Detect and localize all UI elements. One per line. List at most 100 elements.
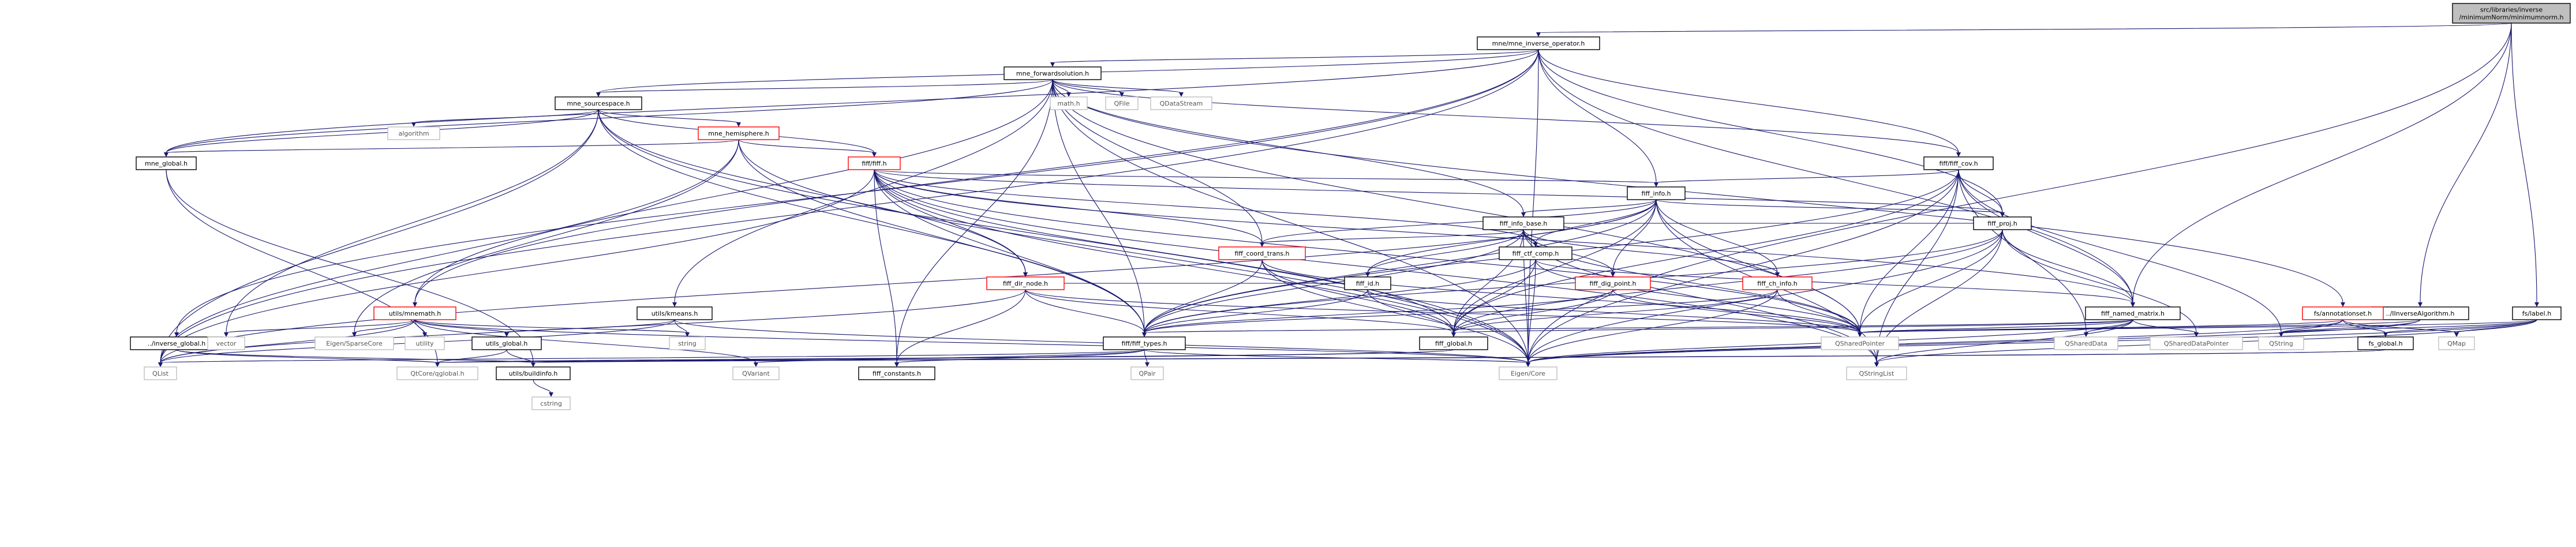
node-label: fs/annotationset.h [2314, 310, 2372, 317]
node-fs-annotationset[interactable]: fs/annotationset.h [2302, 306, 2384, 320]
node-label: algorithm [398, 130, 429, 137]
node-fiff-dig-point[interactable]: fiff_dig_point.h [1575, 276, 1651, 290]
node-fiff-ch-info[interactable]: fiff_ch_info.h [1742, 276, 1813, 290]
node-utils-buildinfo[interactable]: utils/buildinfo.h [496, 366, 571, 380]
node-label: QList [152, 370, 169, 377]
edge-fiff-to-qlist [160, 169, 875, 364]
edge-fiff_info_base-to-fiff_ch_info [1523, 229, 1778, 274]
edge-fiff-to-fiff_ctf_comp [874, 169, 1536, 243]
arrowhead-fiff_ctf_comp-to-fiff_named_matrix [2131, 302, 2135, 307]
node-fiff-ctf-comp[interactable]: fiff_ctf_comp.h [1499, 246, 1572, 260]
node-label: fiff_constants.h [873, 370, 921, 377]
edge-fs_label-to-eigen_core [1527, 319, 2537, 364]
node-label: /minimumNorm/minimumnorm.h [2459, 14, 2563, 21]
node-mne-inverse-operator[interactable]: mne/mne_inverse_operator.h [1477, 36, 1600, 50]
node-label: fiff_ch_info.h [1757, 280, 1797, 287]
arrowhead-root-to-iinverse_algorithm [2418, 302, 2423, 307]
arrowhead-fiff_named_matrix-to-fiff_types [1142, 332, 1147, 337]
node-fiff-dir-node[interactable]: fiff_dir_node.h [986, 276, 1065, 290]
node-fiff[interactable]: fiff/fiff.h [848, 156, 901, 170]
arrowhead-utils_kmeans-to-string [685, 332, 690, 337]
edge-fiff_dir_node-to-qlist [160, 289, 1026, 364]
node-label: fiff_global.h [1435, 340, 1472, 347]
node-fiff-coord-trans[interactable]: fiff_coord_trans.h [1218, 246, 1306, 260]
edge-fiff_info-to-fiff_coord_trans [1261, 199, 1657, 243]
node-fiff-cov[interactable]: fiff/fiff_cov.h [1923, 156, 1994, 170]
arrowhead-fiff_types-to-qpair [1145, 362, 1150, 367]
node-label: fs_global.h [2368, 340, 2402, 347]
edge-fiff_dir_node-to-fiff_types [1025, 289, 1145, 334]
edge-fiff-to-fiff_proj [874, 169, 2003, 213]
edge-fiff_ctf_comp-to-qsharedpointer [1535, 259, 1860, 334]
edge-mne_forwardsolution-to-utils_kmeans [674, 79, 1053, 304]
node-label: fiff/fiff_cov.h [1939, 160, 1978, 167]
node-box [2258, 336, 2304, 350]
arrowhead-mne_sourcespace-to-algorithm [411, 122, 416, 127]
node-box [136, 156, 197, 170]
node-box [1973, 216, 2032, 230]
node-math-h: math.h [1050, 96, 1088, 110]
node-label: QSharedDataPointer [2164, 340, 2229, 347]
node-fiff-proj[interactable]: fiff_proj.h [1973, 216, 2032, 230]
node-fs-global[interactable]: fs_global.h [2357, 336, 2414, 350]
node-box [1477, 36, 1600, 50]
node-label: fiff/fiff.h [862, 160, 886, 167]
node-mne-global[interactable]: mne_global.h [136, 156, 197, 170]
node-root[interactable]: src/libraries/inverse/minimumNorm/minimu… [2452, 3, 2571, 24]
node-utils-global[interactable]: utils_global.h [471, 336, 542, 350]
node-qshareddata: QSharedData [2054, 336, 2118, 350]
node-fs-label[interactable]: fs/label.h [2512, 306, 2562, 320]
node-label: mne_global.h [145, 160, 188, 167]
edge-fs_label-to-qmap [2456, 319, 2537, 334]
node-fiff-constants[interactable]: fiff_constants.h [858, 366, 935, 380]
edge-fiff-to-qstringlist [874, 169, 1877, 364]
arrowhead-mne_forwardsolution-to-mne_sourcespace [596, 92, 601, 97]
edge-mne_forwardsolution-to-fs_annotationset [1052, 79, 2343, 304]
edge-fiff_ctf_comp-to-fiff_types [1144, 259, 1536, 334]
node-label: fiff_named_matrix.h [2101, 310, 2165, 317]
arrowhead-mne_inverse_operator-to-mne_forwardsolution [1050, 62, 1055, 67]
node-mne-hemisphere[interactable]: mne_hemisphere.h [698, 126, 780, 140]
node-box [2150, 336, 2243, 350]
edge-fiff_info-to-qsharedpointer [1656, 199, 1860, 334]
node-fiff-info[interactable]: fiff_info.h [1627, 186, 1686, 200]
node-label: ../inverse_global.h [148, 340, 206, 347]
node-fiff-global[interactable]: fiff_global.h [1419, 336, 1488, 350]
edge-mne_hemisphere-to-eigen_core [738, 139, 1529, 364]
edge-fiff_cov-to-fiff_named_matrix [1958, 169, 2133, 304]
edge-mne_sourcespace-to-eigen_core [598, 109, 1529, 364]
node-mne-forwardsolution[interactable]: mne_forwardsolution.h [1004, 66, 1102, 80]
node-fiff-types[interactable]: fiff/fiff_types.h [1103, 336, 1186, 350]
arrowhead-mne_forwardsolution-to-qfile [1119, 92, 1124, 97]
node-fiff-info-base[interactable]: fiff_info_base.h [1482, 216, 1564, 230]
edge-fiff-to-fiff_global [874, 169, 1454, 334]
edge-fiff_proj-to-fiff_types [1144, 229, 2003, 334]
node-fiff-named-matrix[interactable]: fiff_named_matrix.h [2085, 306, 2181, 320]
edge-fiff_ctf_comp-to-fiff_named_matrix [1535, 259, 2133, 304]
edge-mne_global-to-qtcore_qglobal [166, 169, 438, 364]
edge-fiff_cov-to-qsharedpointer [1859, 169, 1959, 334]
arrowhead-fiff_info_base-to-fiff_coord_trans [1260, 242, 1264, 247]
edge-iinverse_algorithm-to-qstring [2281, 319, 2421, 334]
edge-fiff_ch_info-to-fiff_types [1144, 289, 1778, 334]
edge-mne_inverse_operator-to-fiff_proj [1538, 49, 2003, 213]
node-utils-mnemath[interactable]: utils/mnemath.h [373, 306, 456, 320]
node-iinverse-algorithm[interactable]: ../IInverseAlgorithm.h [2371, 306, 2469, 320]
arrowhead-fs_label-to-qsharedpointer [1858, 332, 1862, 337]
edge-fs_label-to-fs_global [2385, 319, 2537, 334]
node-box [496, 366, 571, 380]
node-label: utils/buildinfo.h [509, 370, 558, 377]
node-qlist: QList [144, 366, 177, 380]
node-label: QDataStream [1160, 100, 1203, 107]
node-qsharedpointer: QSharedPointer [1821, 336, 1899, 350]
node-box [1103, 336, 1186, 350]
node-mne-sourcespace[interactable]: mne_sourcespace.h [555, 96, 642, 110]
node-label: fiff/fiff_types.h [1122, 340, 1167, 347]
node-fiff-id[interactable]: fiff_id.h [1344, 276, 1391, 290]
node-label: fiff_coord_trans.h [1234, 250, 1289, 257]
node-box [1627, 186, 1686, 200]
node-label: fiff_dir_node.h [1003, 280, 1048, 287]
node-utils-kmeans[interactable]: utils/kmeans.h [636, 306, 713, 320]
node-box [2302, 306, 2384, 320]
edge-utils_global-to-qtcore_qglobal [437, 349, 507, 364]
